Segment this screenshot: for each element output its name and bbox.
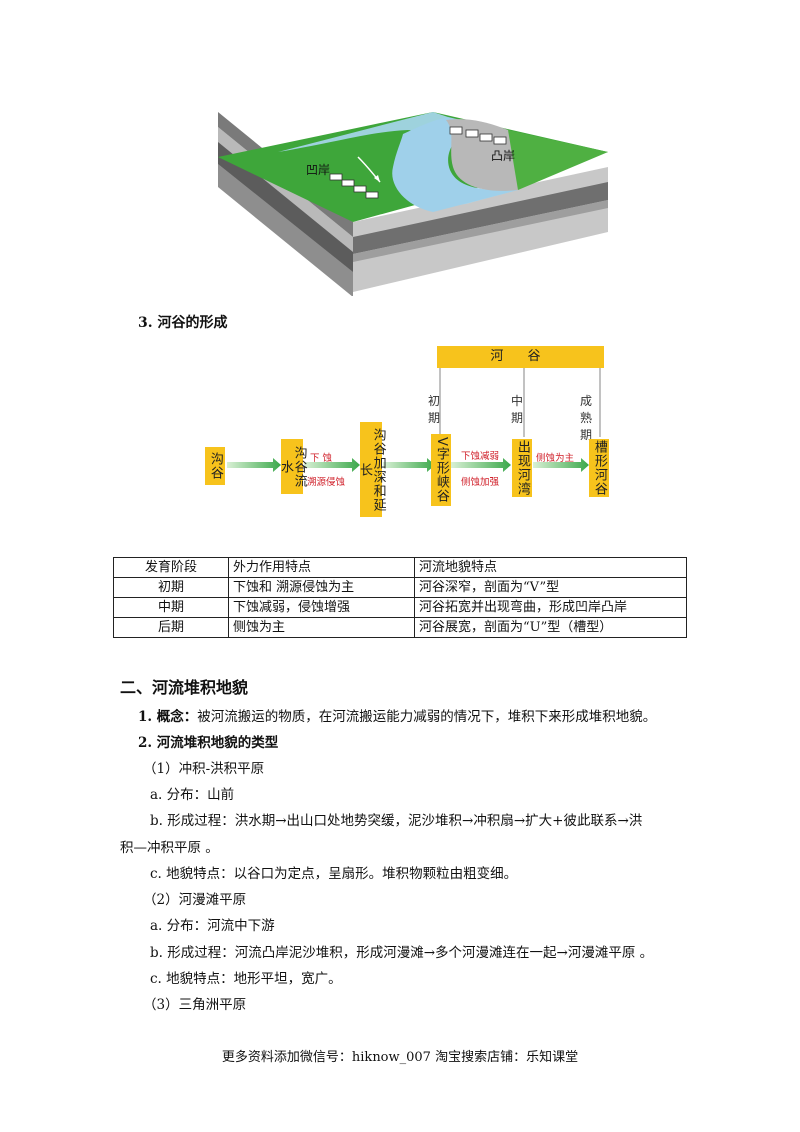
- alluvial-title: （1）冲积-洪积平原: [143, 761, 265, 777]
- table-header-cell: 河流地貌特点: [414, 557, 687, 578]
- floodplain-features: c. 地貌特点：地形平坦，宽广。: [150, 971, 342, 987]
- table-row: 初期 下蚀和 溯源侵蚀为主 河谷深窄，剖面为“V”型: [113, 577, 687, 598]
- stage-middle-label: 中 期: [511, 394, 524, 425]
- table-row: 中期 下蚀减弱，侵蚀增强 河谷拓宽并出现弯曲，形成凹岸凸岸: [113, 597, 687, 618]
- note-downcut-weaken: 下蚀减弱: [461, 451, 500, 462]
- floodplain-distribution: a. 分布：河流中下游: [150, 918, 275, 934]
- table-cell: 后期: [113, 617, 229, 638]
- note-lateral-main: 侧蚀为主: [536, 453, 575, 464]
- table-cell: 河谷深窄，剖面为“V”型: [414, 577, 687, 598]
- table-cell: 侧蚀为主: [228, 617, 415, 638]
- river-block-diagram: 凹岸 凸岸: [218, 112, 608, 296]
- floodplain-process: b. 形成过程：河流凸岸泥沙堆积，形成河漫滩→多个河漫滩连在一起→河漫滩平原 。: [150, 945, 654, 961]
- convex-bank-label: 凸岸: [491, 149, 515, 163]
- alluvial-process-cont: 积—冲积平原 。: [120, 840, 219, 856]
- deepen-extend-box: 沟谷加深和延长: [357, 422, 386, 517]
- floodplain-title: （2）河漫滩平原: [143, 892, 247, 908]
- table-cell: 河谷展宽，剖面为“U”型（槽型）: [414, 617, 687, 638]
- delta-title: （3）三角洲平原: [143, 997, 247, 1013]
- table-header-cell: 发育阶段: [113, 557, 229, 578]
- river-valley-box: 河 谷: [437, 346, 604, 368]
- table-cell: 初期: [113, 577, 229, 598]
- table-cell: 下蚀和 溯源侵蚀为主: [228, 577, 415, 598]
- stage-mature-label: 成熟期: [580, 394, 593, 442]
- page-footer: 更多资料添加微信号：hiknow_007 淘宝搜索店铺：乐知课堂: [221, 1050, 579, 1065]
- types-title: 2. 河流堆积地貌的类型: [138, 735, 279, 751]
- concept-label: 1. 概念：: [138, 709, 198, 725]
- note-downcutting: 下 蚀: [310, 453, 333, 464]
- concept-text: 被河流搬运的物质，在河流搬运能力减弱的情况下，堆积下来形成堆积地貌。: [197, 709, 657, 725]
- stage-early-label: 初 期: [428, 394, 441, 425]
- gully-stream-box: 沟谷流水: [278, 439, 307, 494]
- table-cell: 河谷拓宽并出现弯曲，形成凹岸凸岸: [414, 597, 687, 618]
- section2-heading: 二、河流堆积地貌: [120, 678, 249, 697]
- note-lateral-strengthen: 侧蚀加强: [461, 477, 500, 488]
- alluvial-features: c. 地貌特点：以谷口为定点，呈扇形。堆积物颗粒由粗变细。: [150, 866, 518, 882]
- table-row: 后期 侧蚀为主 河谷展宽，剖面为“U”型（槽型）: [113, 617, 687, 638]
- meander-box: 出现河湾: [512, 439, 532, 497]
- concept-paragraph: 1. 概念：被河流搬运的物质，在河流搬运能力减弱的情况下，堆积下来形成堆积地貌。: [138, 705, 656, 725]
- alluvial-process: b. 形成过程：洪水期→出山口处地势突缓，泥沙堆积→冲积扇→扩大+彼此联系→洪: [150, 813, 643, 829]
- v-gorge-box: V字形峡谷: [431, 434, 451, 506]
- trough-valley-box: 槽形河谷: [589, 439, 609, 497]
- section3-title: 3. 河谷的形成: [138, 315, 228, 331]
- concave-bank-label: 凹岸: [306, 163, 330, 177]
- note-headward-erosion: 溯源侵蚀: [307, 477, 346, 488]
- table-cell: 中期: [113, 597, 229, 618]
- gully-box: 沟谷: [205, 447, 225, 485]
- flow-connectors: [227, 367, 601, 472]
- table-header-cell: 外力作用特点: [228, 557, 415, 578]
- valley-stages-table: 发育阶段 外力作用特点 河流地貌特点 初期 下蚀和 溯源侵蚀为主 河谷深窄，剖面…: [113, 557, 687, 638]
- alluvial-distribution: a. 分布：山前: [150, 787, 235, 803]
- table-header-row: 发育阶段 外力作用特点 河流地貌特点: [113, 557, 687, 578]
- table-cell: 下蚀减弱，侵蚀增强: [228, 597, 415, 618]
